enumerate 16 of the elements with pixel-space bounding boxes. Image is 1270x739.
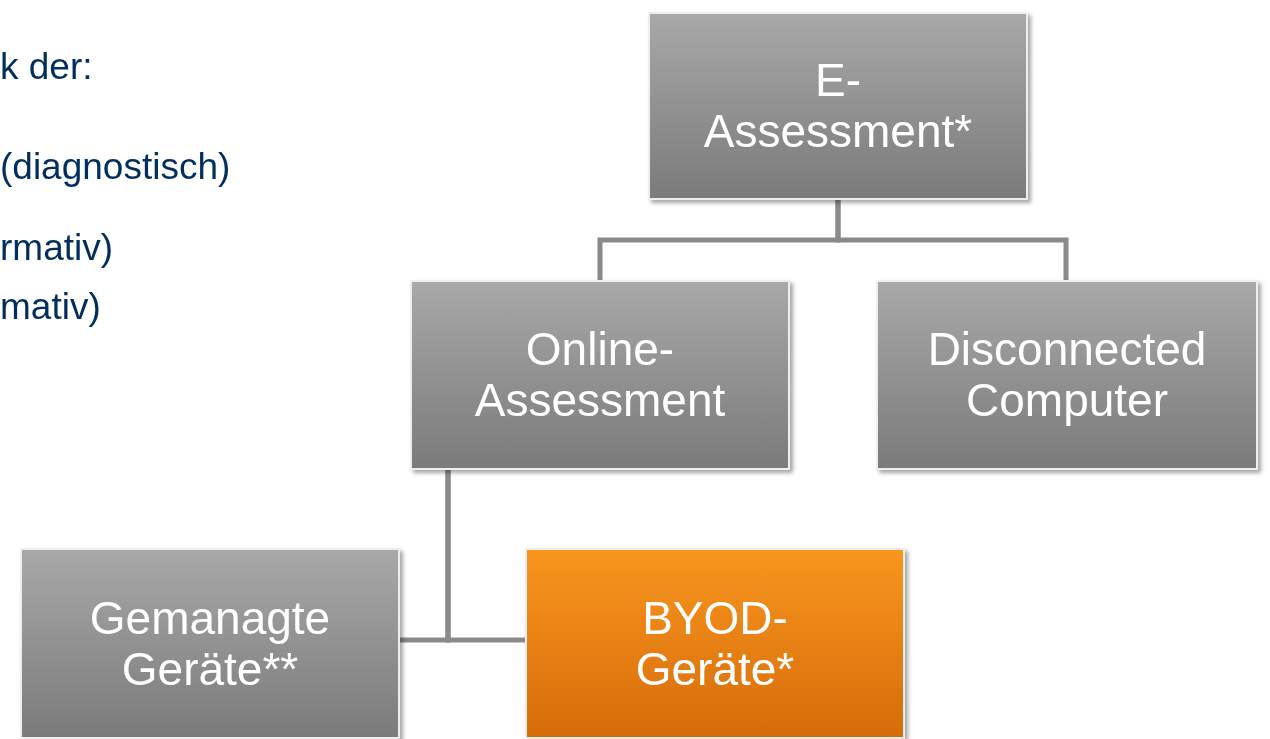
process-box: [410, 280, 790, 470]
box-label: Online- Assessment: [473, 324, 727, 426]
process-box: [648, 12, 1028, 200]
bullet-text: mativ): [0, 288, 101, 325]
box-label: BYOD- Geräte*: [634, 592, 796, 695]
bullet-text: rmativ): [0, 229, 114, 266]
connector-line: [835, 200, 1069, 280]
bullet-text: k der:: [0, 48, 93, 85]
box-label: E- Assessment*: [702, 55, 974, 157]
bullet-text: (diagnostisch): [0, 148, 231, 185]
connector-line: [445, 470, 525, 643]
process-box: [20, 548, 400, 739]
process-box: [525, 548, 905, 739]
box-label: Disconnected Computer: [926, 324, 1208, 426]
box-label: Gemanagte Geräte**: [88, 592, 332, 695]
process-box: [876, 280, 1258, 470]
